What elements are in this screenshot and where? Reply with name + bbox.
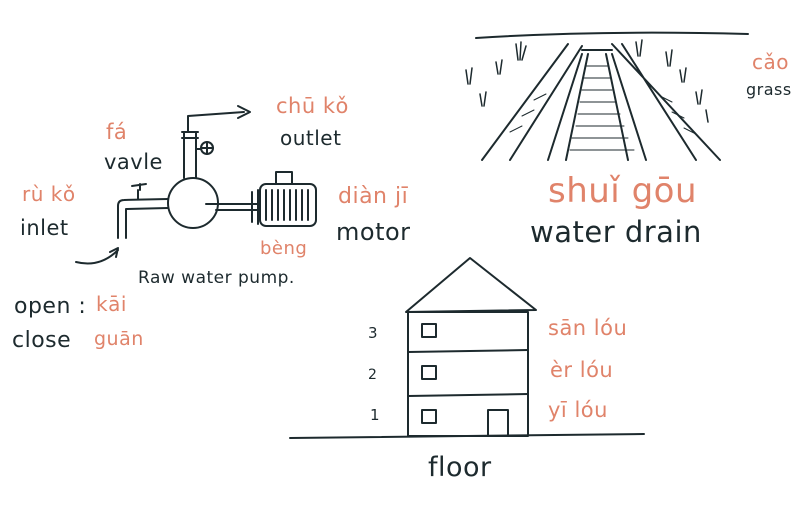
motor-fins: [265, 189, 309, 221]
drain-pinyin: shuǐ gōu: [548, 171, 697, 211]
pump-shaft: [205, 203, 259, 211]
outlet-valve-stem: [195, 141, 214, 155]
inlet-pipe-inner: [125, 207, 169, 239]
drain-drawing: [465, 31, 749, 161]
open-label: open :: [14, 294, 87, 319]
second-floor-pinyin: èr lóu: [550, 358, 614, 382]
motor-coupling: [251, 189, 259, 225]
pump-pinyin: bèng: [260, 238, 308, 259]
floor-caption: floor: [428, 452, 492, 483]
pump-caption: Raw water pump.: [138, 268, 295, 288]
inlet-label: inlet: [20, 216, 69, 240]
motor-label: motor: [336, 218, 411, 246]
motor-terminal-box: [275, 171, 293, 185]
ground-line: [475, 31, 749, 39]
building-roof: [405, 257, 537, 313]
floor-number-3: 3: [368, 324, 378, 342]
building-drawing: [289, 257, 645, 439]
inlet-arrow: [75, 247, 119, 265]
valve-pinyin: fá: [106, 120, 128, 144]
floor-number-1: 1: [370, 406, 380, 424]
third-floor-pinyin: sān lóu: [548, 316, 628, 340]
building-door: [487, 409, 509, 437]
first-floor-pinyin: yī lóu: [548, 398, 608, 422]
building-walls: [407, 311, 529, 437]
drain-label: water drain: [530, 215, 702, 249]
inlet-pipe: [117, 198, 169, 239]
outlet-arrow: [237, 105, 251, 119]
window-floor-1: [421, 409, 437, 424]
close-pinyin: guān: [94, 328, 144, 350]
drain-slope-hatching: [509, 93, 697, 135]
drain-hatching: [569, 65, 635, 151]
inlet-valve: [131, 183, 147, 200]
close-label: close: [12, 328, 72, 353]
motor-pinyin: diàn jī: [338, 184, 409, 209]
drain-left-bank: [481, 43, 583, 161]
pump-drawing: [75, 105, 317, 265]
outlet-pinyin: chū kǒ: [276, 94, 349, 118]
drain-inner-left: [547, 53, 589, 161]
valve-label: vavle: [104, 150, 163, 174]
floor-divider-2-3: [407, 349, 529, 353]
outlet-label: outlet: [280, 126, 342, 150]
floor-number-2: 2: [368, 367, 377, 383]
grass-pinyin: cǎo: [752, 50, 789, 74]
open-pinyin: kāi: [96, 292, 127, 316]
floor-divider-1-2: [407, 393, 529, 397]
inlet-pinyin: rù kǒ: [22, 182, 76, 206]
window-floor-2: [421, 365, 437, 380]
outlet-top-pipe: [187, 111, 245, 133]
outlet-pipe: [181, 131, 199, 179]
grass-label: grass: [746, 80, 792, 99]
drain-right-bank: [611, 43, 721, 161]
window-floor-3: [421, 323, 437, 338]
drain-inner-right: [605, 53, 647, 161]
grass-tufts: [465, 39, 709, 123]
